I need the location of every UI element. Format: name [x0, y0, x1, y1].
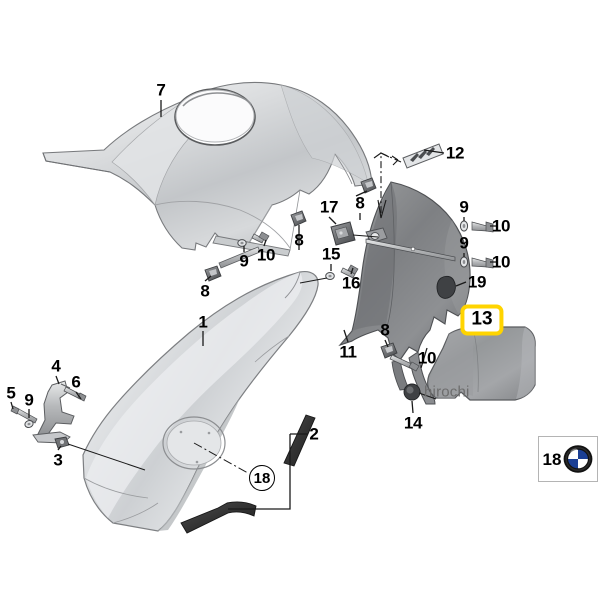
callout-9-right-1: 9 [459, 197, 469, 217]
hardware-group-right-9-10 [436, 220, 494, 299]
callout-9-b: 9 [24, 390, 34, 410]
callout-8-a: 8 [355, 193, 365, 213]
callout-8-c: 8 [200, 281, 210, 301]
callout-8-d: 8 [380, 320, 390, 340]
callout-18-circled: 18 [249, 465, 275, 491]
callout-leader-lines [10, 100, 496, 510]
logo-box-number: 18 [542, 449, 562, 469]
callout-5: 5 [6, 383, 16, 403]
part-1-tank-trim-panel-left [82, 270, 319, 532]
callout-13-highlighted: 13 [460, 304, 504, 336]
hardware-group-tank-lower [204, 177, 377, 282]
callout-4: 4 [51, 356, 61, 376]
callout-7: 7 [156, 80, 166, 100]
part-2-adhesive-strips [180, 414, 316, 534]
callout-10-a: 10 [256, 245, 276, 265]
callout-6: 6 [71, 372, 81, 392]
bmw-logo-box: 18 [538, 436, 598, 482]
callout-8-b: 8 [294, 230, 304, 250]
hardware-group-lower-8-10-14 [380, 342, 437, 401]
callout-10-c: 10 [417, 348, 437, 368]
part-13-side-panel-cover [427, 326, 536, 401]
callout-11: 11 [339, 342, 357, 362]
callout-9-right-2: 9 [459, 233, 469, 253]
callout-12: 12 [445, 143, 465, 163]
part-4-bracket-assembly [10, 380, 146, 471]
part-11-side-cover-inner [338, 181, 471, 405]
bmw-roundel-icon [564, 445, 593, 473]
callout-2: 2 [309, 424, 319, 444]
part-7-tank-cover-top [42, 81, 373, 257]
callout-10-right-1: 10 [491, 216, 511, 236]
callout-10-right-2: 10 [491, 252, 511, 272]
callout-9-a: 9 [239, 251, 249, 271]
callout-15: 15 [321, 244, 341, 264]
callout-16: 16 [341, 273, 361, 293]
hardware-group-17-15-16 [299, 221, 379, 284]
callout-1: 1 [198, 312, 208, 332]
callout-14: 14 [403, 413, 423, 433]
part-18-emblem-leader [193, 442, 249, 474]
callout-17: 17 [319, 197, 339, 217]
callout-3: 3 [53, 450, 63, 470]
callout-19: 19 [467, 272, 487, 292]
